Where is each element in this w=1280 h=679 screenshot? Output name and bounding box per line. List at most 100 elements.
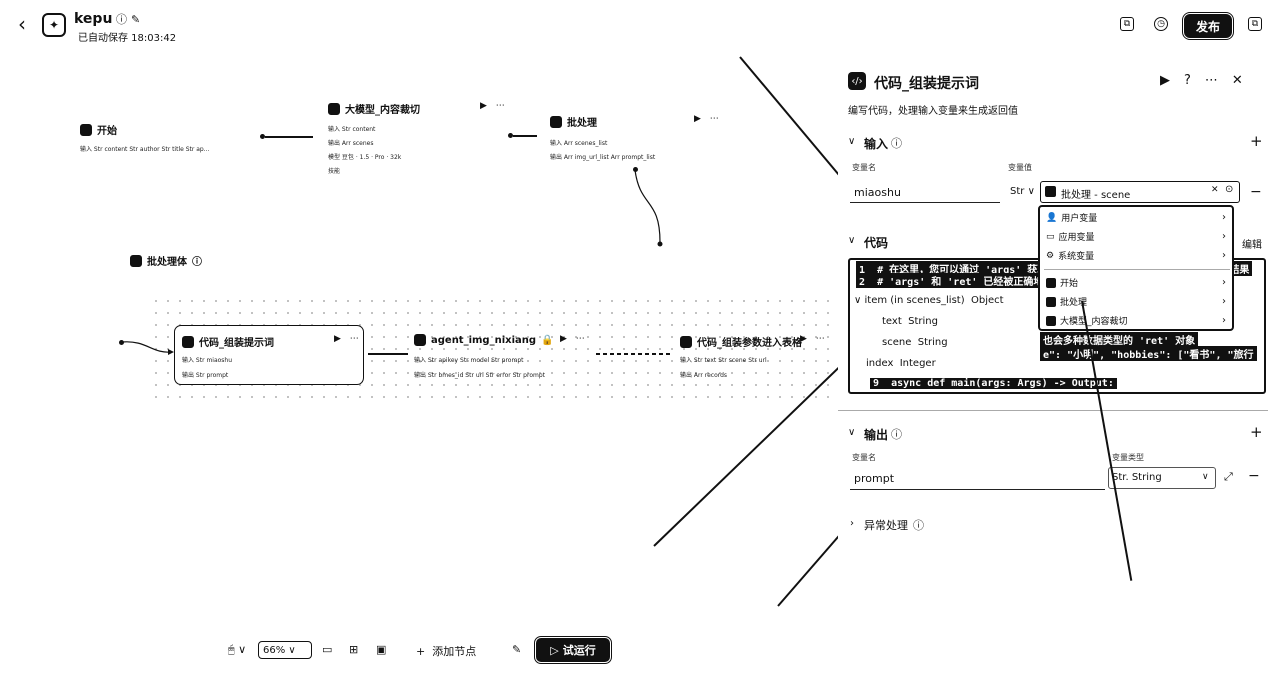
- node-code-table-controls[interactable]: ▶ ⋯: [800, 334, 828, 344]
- user-icon: 👤: [1046, 212, 1058, 223]
- save-status: 已自动保存 18:03:42: [78, 33, 177, 44]
- chevron-down-icon[interactable]: ∨: [848, 136, 856, 147]
- menu-item-user-vars[interactable]: 👤用户变量›: [1046, 212, 1226, 224]
- plus-icon: +: [416, 644, 426, 658]
- batch-icon: [550, 115, 562, 128]
- app-info-edit-icons[interactable]: ⓘ✎: [116, 11, 144, 27]
- start-icon: [80, 123, 92, 136]
- panel-title[interactable]: 代码_组装提示词: [874, 76, 979, 92]
- node-code-prompt-title[interactable]: 代码_组装提示词: [182, 334, 274, 349]
- divider: [1044, 269, 1230, 270]
- clear-icon[interactable]: ✕: [1211, 185, 1219, 195]
- output-var-name-field[interactable]: [850, 468, 1105, 490]
- publish-button[interactable]: 发布: [1182, 12, 1234, 40]
- input-ref-value: 批处理 - scene: [1061, 190, 1131, 201]
- panel-description: 编写代码，处理输入变量来生成返回值: [848, 106, 1018, 117]
- batch-body-entry-port[interactable]: [119, 340, 124, 345]
- code-icon: [680, 335, 692, 348]
- edit-in-ide-link[interactable]: 编辑: [1242, 240, 1262, 251]
- tree-item[interactable]: ∨ item (in scenes_list) Object: [854, 295, 1004, 306]
- node-batch-outputs: 输出 Arr img_url_list Arr prompt_list: [550, 154, 656, 161]
- node-agent-outputs: 输出 Str bmes_id Str url Str error Str pro…: [414, 372, 545, 379]
- code-line[interactable]: 也会多种数据类型的 'ret' 对象: [1040, 332, 1199, 347]
- node-llm-controls[interactable]: ▶ ⋯: [480, 101, 508, 111]
- exception-section-title[interactable]: 异常处理: [864, 519, 908, 532]
- info-icon[interactable]: ⓘ: [116, 13, 131, 26]
- test-run-button[interactable]: ▷试运行: [534, 636, 612, 664]
- code-section-title[interactable]: 代码: [864, 236, 889, 250]
- chevron-down-icon[interactable]: ∨: [1202, 472, 1209, 482]
- edge-code-agent: [368, 353, 408, 355]
- input-section-title[interactable]: 输入: [864, 137, 889, 151]
- add-output-button[interactable]: +: [1250, 423, 1263, 441]
- back-button[interactable]: ‹: [18, 12, 26, 36]
- node-llm-port[interactable]: [508, 133, 513, 138]
- layout-icon[interactable]: ⊞: [349, 643, 359, 656]
- output-section-title[interactable]: 输出: [864, 428, 889, 442]
- chevron-down-icon[interactable]: ∨: [848, 427, 856, 438]
- zoom-select[interactable]: 66% ∨: [258, 641, 312, 659]
- node-start-inputs: 输入 Str content Str author Str title Str …: [80, 146, 210, 153]
- divider: [838, 410, 1268, 411]
- node-agent-title[interactable]: agent_img_nixiang🔒: [414, 334, 554, 346]
- debug-icon[interactable]: ✎: [512, 643, 522, 656]
- tree-index[interactable]: index Integer: [866, 358, 936, 369]
- add-node-button[interactable]: + 添加节点: [416, 644, 477, 659]
- minimap-icon[interactable]: ▣: [376, 643, 387, 656]
- menu-item-start[interactable]: 开始›: [1046, 276, 1230, 289]
- variable-picker-icon[interactable]: ⊙: [1225, 184, 1234, 195]
- input-var-name-value: miaoshu: [854, 186, 901, 199]
- menu-item-app-vars[interactable]: ▭应用变量›: [1046, 231, 1226, 243]
- chevron-down-icon[interactable]: ∨: [848, 235, 856, 246]
- mouse-mode-icon[interactable]: 🖱 ∨: [228, 643, 247, 656]
- variable-source-menu: 👤用户变量› ▭应用变量› ⚙系统变量› 开始› 批处理› 大模型_内容裁切›: [1038, 205, 1234, 331]
- start-icon: [1046, 277, 1056, 288]
- more-icon[interactable]: ⋯: [1204, 73, 1232, 88]
- edge-llm-batch: [513, 135, 537, 137]
- node-code-prompt[interactable]: [174, 325, 364, 385]
- input-value-reference-select[interactable]: 批处理 - scene ✕ ⊙: [1040, 181, 1240, 203]
- remove-output-button[interactable]: −: [1248, 468, 1260, 484]
- output-type-select[interactable]: [1108, 467, 1216, 489]
- chevron-right-icon[interactable]: ›: [850, 518, 854, 529]
- node-batch-title[interactable]: 批处理: [550, 114, 597, 129]
- node-start-port[interactable]: [260, 134, 265, 139]
- node-code-prompt-inputs: 输入 Str miaoshu: [182, 357, 233, 364]
- node-agent-controls[interactable]: ▶ ⋯: [560, 334, 588, 344]
- node-batch-body-port[interactable]: [633, 167, 638, 172]
- tree-scene[interactable]: scene String: [882, 337, 948, 348]
- col-var-name: 变量名: [852, 163, 876, 172]
- menu-item-llm[interactable]: 大模型_内容裁切›: [1046, 314, 1230, 327]
- tree-text[interactable]: text String: [882, 316, 938, 327]
- menu-item-batch[interactable]: 批处理›: [1046, 295, 1230, 308]
- copy-icon[interactable]: ⧉: [1120, 17, 1134, 31]
- node-code-table-title[interactable]: 代码_组装参数进入表格: [680, 334, 802, 349]
- node-batch-inputs: 输入 Arr scenes_list: [550, 140, 608, 147]
- code-line[interactable]: 9 async def main(args: Args) -> Output:: [870, 378, 1117, 389]
- node-agent-inputs: 输入 Str apikey Str model Str prompt: [414, 357, 524, 364]
- code-icon: ‹/›: [848, 72, 866, 90]
- node-batch-controls[interactable]: ▶ ⋯: [694, 114, 722, 124]
- variable-tree: ∨ item (in scenes_list) Object text Stri…: [850, 292, 1040, 374]
- node-llm-outputs: 输出 Arr scenes: [328, 140, 374, 147]
- duplicate-icon[interactable]: ⧉: [1248, 17, 1262, 31]
- node-llm-title[interactable]: 大模型_内容裁切: [328, 101, 420, 116]
- expand-icon[interactable]: ⤢: [1224, 470, 1233, 483]
- close-icon[interactable]: ✕: [1231, 73, 1257, 88]
- panel-actions[interactable]: ▶?⋯✕: [1160, 73, 1257, 88]
- help-icon[interactable]: ?: [1184, 73, 1205, 88]
- node-code-table-outputs: 输出 Arr records: [680, 372, 728, 379]
- node-code-prompt-controls[interactable]: ▶ ⋯: [334, 334, 362, 344]
- history-icon[interactable]: ◷: [1154, 17, 1168, 31]
- run-node-icon[interactable]: ▶: [1160, 73, 1184, 88]
- menu-item-system-vars[interactable]: ⚙系统变量›: [1046, 250, 1226, 262]
- input-type-select[interactable]: Str ∨: [1010, 186, 1035, 197]
- comment-icon[interactable]: ▭: [322, 643, 333, 656]
- node-start-title[interactable]: 开始: [80, 122, 117, 137]
- remove-input-button[interactable]: −: [1250, 184, 1262, 200]
- add-input-button[interactable]: +: [1250, 132, 1263, 150]
- code-line[interactable]: e": "小明", "hobbies": ["看书", "旅行: [1040, 346, 1257, 361]
- edit-icon[interactable]: ✎: [131, 13, 145, 26]
- agent-icon: [414, 334, 426, 346]
- input-var-name-field[interactable]: [850, 181, 1000, 203]
